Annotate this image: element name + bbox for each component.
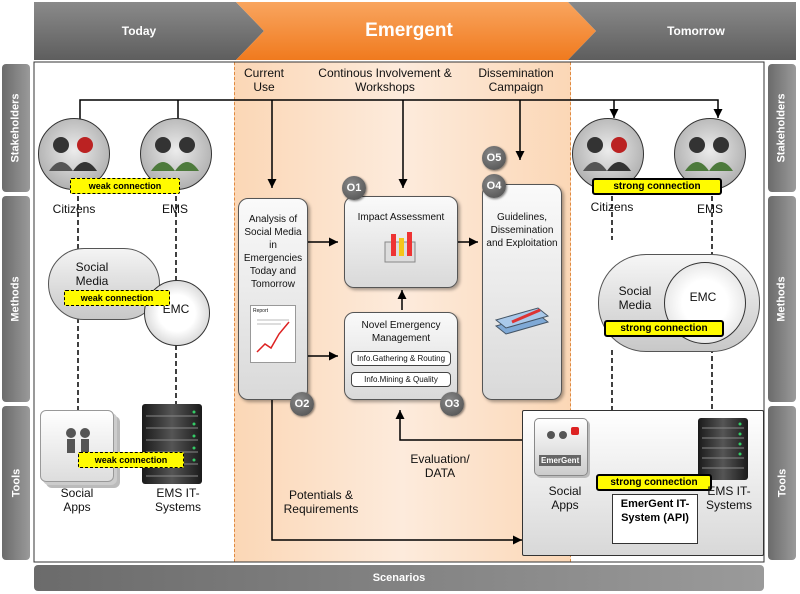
report-icon: Report — [250, 305, 296, 363]
impact-box: Impact Assessment — [344, 196, 458, 288]
sidebar-right-stakeholders: Stakeholders — [768, 64, 796, 192]
report-title: Report — [253, 308, 269, 314]
info-gathering-button[interactable]: Info.Gathering & Routing — [351, 351, 451, 366]
dissemination-campaign-label: Dissemination Campaign — [478, 66, 554, 94]
left-ems-label: EMS — [161, 202, 188, 216]
right-citizens-icon — [583, 137, 631, 171]
objective-o2: O2 — [290, 392, 314, 416]
novel-box: Novel Emergency Management Info.Gatherin… — [344, 312, 458, 400]
right-ems-icon — [685, 137, 733, 171]
objective-o4: O4 — [482, 174, 506, 198]
evaluation-label: Evaluation/ DATA — [410, 452, 470, 480]
right-emc-label: EMC — [689, 290, 717, 304]
header-today: Today — [121, 24, 157, 38]
right-ems-it-label: EMS IT- Systems — [705, 484, 752, 512]
right-methods-strong-connection: strong connection — [604, 320, 724, 337]
right-stakeholder-strong-connection: strong connection — [592, 178, 722, 195]
today-arrow — [34, 2, 264, 60]
left-social-apps-label: Social Apps — [60, 486, 94, 514]
sidebar-left-stakeholders: Stakeholders — [2, 64, 30, 192]
sidebar-right-methods: Methods — [768, 196, 796, 402]
sidebar-left-tools: Tools — [2, 406, 30, 560]
left-citizens-label: Citizens — [52, 202, 96, 216]
involvement-label: Continous Involvement & Workshops — [318, 66, 452, 94]
guidelines-text: Guidelines, Dissemination and Exploitati… — [486, 212, 558, 249]
citizens-icon — [49, 137, 97, 171]
analysis-text: Analysis of Social Media in Emergencies … — [243, 214, 303, 290]
left-social-apps-icon — [40, 410, 114, 482]
right-citizens-label: Citizens — [590, 200, 634, 214]
impact-text: Impact Assessment — [357, 212, 445, 223]
ems-icon — [151, 137, 199, 171]
objective-o3: O3 — [440, 392, 464, 416]
current-use-label: Current Use — [243, 66, 284, 94]
left-ems-servers-icon — [142, 404, 202, 484]
left-tools-weak-connection: weak connection — [78, 452, 184, 468]
objective-o1: O1 — [342, 176, 366, 200]
sidebar-left-methods: Methods — [2, 196, 30, 402]
potentials-label: Potentials & Requirements — [283, 488, 359, 516]
right-social-apps-label: Social Apps — [548, 484, 582, 512]
scenarios-bar: Scenarios — [34, 565, 764, 591]
api-box: EmerGent IT-System (API) — [612, 494, 698, 544]
sidebar-right-tools: Tools — [768, 406, 796, 560]
right-social-media-label: Social Media — [618, 284, 652, 312]
left-social-media-label: Social Media — [75, 260, 109, 288]
emergent-logo-text: EmerGent — [539, 455, 582, 466]
tomorrow-arrow — [568, 2, 796, 60]
impact-icon — [384, 232, 416, 263]
emergent-app-icon: EmerGent — [534, 418, 588, 476]
analysis-box: Analysis of Social Media in Emergencies … — [238, 198, 308, 400]
emergent-arrow — [236, 2, 596, 60]
right-ems-label: EMS — [696, 202, 723, 216]
header-tomorrow: Tomorrow — [667, 24, 725, 38]
dissemination-icon — [494, 307, 550, 335]
novel-text: Novel Emergency Management — [361, 320, 441, 344]
info-mining-button[interactable]: Info.Mining & Quality — [351, 372, 451, 387]
right-ems-servers-icon — [698, 418, 748, 480]
left-methods-weak-connection: weak connection — [64, 290, 170, 306]
left-ems-it-label: EMS IT- Systems — [154, 486, 201, 514]
header-emergent: Emergent — [365, 20, 453, 41]
left-stakeholder-weak-connection: weak connection — [70, 178, 180, 194]
objective-o5: O5 — [482, 146, 506, 170]
right-tools-strong-connection: strong connection — [596, 474, 712, 491]
guidelines-box: Guidelines, Dissemination and Exploitati… — [482, 184, 562, 400]
